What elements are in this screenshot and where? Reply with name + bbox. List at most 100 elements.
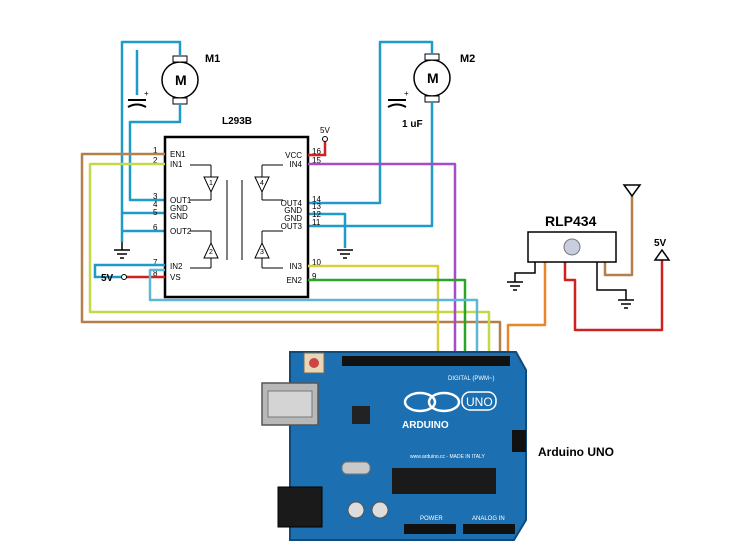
wire-in2 <box>148 268 479 357</box>
chip-pin-number: 9 <box>312 272 317 281</box>
chip-pin-number: 11 <box>312 218 321 227</box>
capacitor-value-label: 1 uF <box>402 119 423 130</box>
chip-pin-name: VCC <box>285 151 302 160</box>
made-label: www.arduino.cc - MADE IN ITALY <box>410 454 485 460</box>
chip-pin-name: IN1 <box>170 160 183 169</box>
chip-pin-name: IN3 <box>290 262 303 271</box>
motor-m2-shaft-bottom <box>424 95 440 103</box>
chip-pin-name: GND <box>284 214 302 223</box>
chip-pin-name: OUT3 <box>281 222 303 231</box>
chip-pin-number: 14 <box>312 195 321 204</box>
chip-pin-number: 8 <box>153 269 158 278</box>
chip-body <box>163 135 310 299</box>
chip-pin-number: 13 <box>312 202 321 211</box>
motor-m2-label: M2 <box>460 53 475 65</box>
svg-text:1: 1 <box>209 180 213 187</box>
antenna-icon <box>622 184 642 198</box>
vs-label: 5V <box>101 273 114 284</box>
chip-pin-name: GND <box>170 212 188 221</box>
chip-pin-name: IN2 <box>170 262 183 271</box>
chip-pin-number: 1 <box>153 146 158 155</box>
svg-text:+: + <box>144 89 149 98</box>
svg-text:3: 3 <box>260 249 264 256</box>
vs-supply: 5V <box>93 263 165 284</box>
microcontroller-chip <box>392 468 496 494</box>
capacitor-c2: + 1 uF <box>387 89 423 130</box>
motor-m2: M M2 <box>413 53 475 103</box>
rx-supply-label: 5V <box>654 238 667 249</box>
wire-in3 <box>308 264 440 357</box>
capacitor-c1: + <box>127 89 149 108</box>
chip-pin-name: EN2 <box>286 276 302 285</box>
arduino-model-text: UNO <box>466 395 493 409</box>
receiver-body <box>527 231 617 263</box>
vcc-supply: 5V <box>308 126 330 157</box>
wire-antenna <box>603 195 634 277</box>
power-header <box>404 524 456 534</box>
wire-m2-gnd <box>308 212 347 248</box>
motor-m2-symbol: M <box>427 70 439 86</box>
arduino-logo-icon <box>403 391 437 413</box>
analog-header <box>463 524 515 534</box>
motor-m1-symbol: M <box>175 72 187 88</box>
chip-pin-name: VS <box>170 273 181 282</box>
chip-name: L293B <box>222 116 252 127</box>
chip-pin-number: 6 <box>153 223 158 232</box>
chip-pin-number: 12 <box>312 210 321 219</box>
chip-pin-number: 7 <box>153 258 158 267</box>
chip-pin-name: IN4 <box>290 160 303 169</box>
chip-pin-number: 3 <box>153 192 158 201</box>
vcc-label: 5V <box>320 126 330 135</box>
analog-label: ANALOG IN <box>472 516 505 522</box>
digital-label: DIGITAL (PWM~) <box>448 376 495 382</box>
buffer-1: 1 <box>190 164 228 260</box>
arduino-caption: Arduino UNO <box>538 445 614 459</box>
vs-blue-loop <box>93 263 165 279</box>
wire-rx-data <box>506 262 547 357</box>
digital-header <box>342 356 510 366</box>
chip-pin-name: OUT1 <box>170 196 192 205</box>
chip-pin-number: 10 <box>312 258 321 267</box>
motor-m1: M M1 <box>161 53 220 105</box>
receiver-crystal <box>563 238 581 256</box>
signal-wires <box>80 152 664 357</box>
chip-pin-name: OUT2 <box>170 227 192 236</box>
blue-wires <box>120 40 434 248</box>
cap-left <box>347 501 365 519</box>
buffer-2: 2 <box>190 230 219 269</box>
wire-m1-left <box>120 40 182 242</box>
motor-m1-shaft-top <box>172 55 188 63</box>
wire-m2-left <box>308 40 434 205</box>
cap-right <box>371 501 389 519</box>
wire-in1 <box>88 162 491 357</box>
chip-pin-number: 16 <box>312 147 321 156</box>
chip-pin-number: 4 <box>153 200 158 209</box>
ground-symbol-right <box>337 249 353 259</box>
chip-pin-name: OUT4 <box>281 199 303 208</box>
wire-rx-vcc <box>563 260 664 332</box>
wire-m2-right <box>308 102 434 228</box>
motor-m1-label: M1 <box>205 53 220 65</box>
buffer-4: 4 <box>254 164 283 201</box>
receiver-name: RLP434 <box>545 213 597 229</box>
chip-pin-name: GND <box>284 206 302 215</box>
rlp434-receiver: RLP434 <box>507 213 634 309</box>
svg-text:+: + <box>404 89 409 98</box>
motor-m2-shaft-top <box>424 53 440 61</box>
chip-pin-name: GND <box>170 204 188 213</box>
chip-pin-name: EN1 <box>170 150 186 159</box>
buffer-3: 3 <box>241 180 283 269</box>
svg-text:4: 4 <box>260 180 264 187</box>
wire-en1 <box>80 152 502 357</box>
svg-text:2: 2 <box>209 249 213 256</box>
arduino-logo-text: ARDUINO <box>402 420 449 431</box>
wire-m1-right <box>128 104 182 202</box>
rx-supply: 5V <box>653 238 671 261</box>
ground-symbol-left <box>114 242 130 259</box>
chip-pin-number: 5 <box>153 208 158 217</box>
power-jack <box>277 486 323 528</box>
